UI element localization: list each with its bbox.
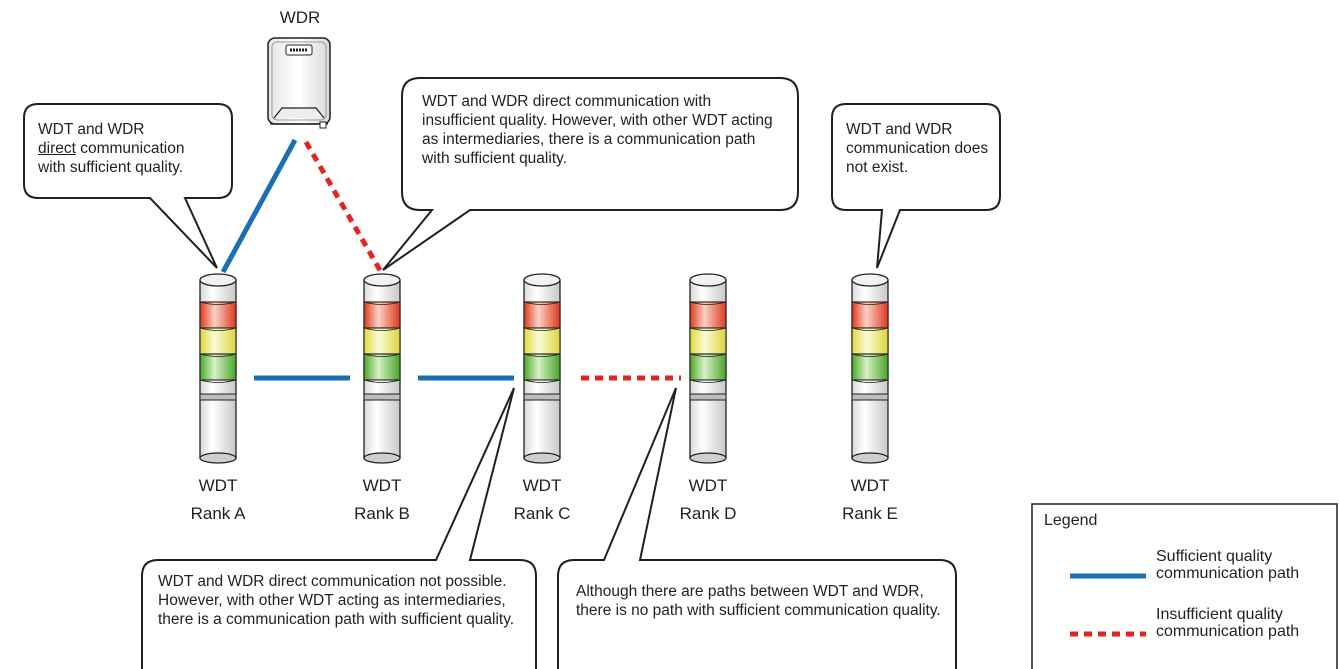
legend-box	[1031, 503, 1338, 669]
tower-e-device-label: WDT	[850, 476, 890, 495]
link-wdr-rank-b	[303, 140, 384, 274]
tower-e-rank-label: Rank E	[842, 504, 898, 523]
legend-insufficient-label: Insufficient quality communication path	[1156, 606, 1300, 640]
tower-d-rank-label: Rank D	[679, 504, 737, 523]
callout-d-text: Although there are paths between WDT and…	[576, 583, 941, 619]
callout-c-text: WDT and WDR direct communication not pos…	[158, 573, 515, 628]
callout-a-line3: with sufficient quality.	[38, 159, 184, 176]
tower-a-device-label: WDT	[198, 476, 238, 495]
callout-a-text: WDT and WDR direct communication with su…	[38, 120, 228, 177]
tower-c-device-label: WDT	[522, 476, 562, 495]
tower-b-rank-label: Rank B	[354, 504, 410, 523]
callout-d-bubble	[557, 387, 957, 669]
tower-c-rank-label: Rank C	[513, 504, 571, 523]
tower-rank-d-icon	[689, 273, 727, 464]
wdr-device-icon	[267, 37, 331, 129]
tower-rank-e-icon	[851, 273, 889, 464]
wdr-label: WDR	[279, 8, 321, 27]
legend-sufficient-label: Sufficient quality communication path	[1156, 548, 1300, 582]
callout-a-bubble	[23, 103, 233, 269]
legend-title: Legend	[1044, 512, 1098, 529]
tower-a-rank-label: Rank A	[190, 504, 246, 523]
tower-b-device-label: WDT	[362, 476, 402, 495]
callout-b-bubble	[382, 77, 799, 271]
callout-a-line2: direct communication	[38, 139, 228, 158]
callout-a-line2-rest: communication	[75, 140, 185, 157]
tower-rank-a-icon	[199, 273, 237, 464]
callout-a-underlined-word: direct	[38, 140, 76, 157]
callout-c-bubble	[141, 387, 537, 669]
callout-b-text: WDT and WDR direct communication with in…	[422, 93, 773, 167]
callout-e-bubble	[831, 103, 1001, 269]
tower-rank-b-icon	[363, 273, 401, 464]
tower-rank-c-icon	[523, 273, 561, 464]
callout-a-line1: WDT and WDR	[38, 121, 145, 138]
link-wdr-rank-a	[220, 138, 298, 274]
callout-e-text: WDT and WDR communication does not exist…	[846, 121, 989, 176]
tower-d-device-label: WDT	[688, 476, 728, 495]
